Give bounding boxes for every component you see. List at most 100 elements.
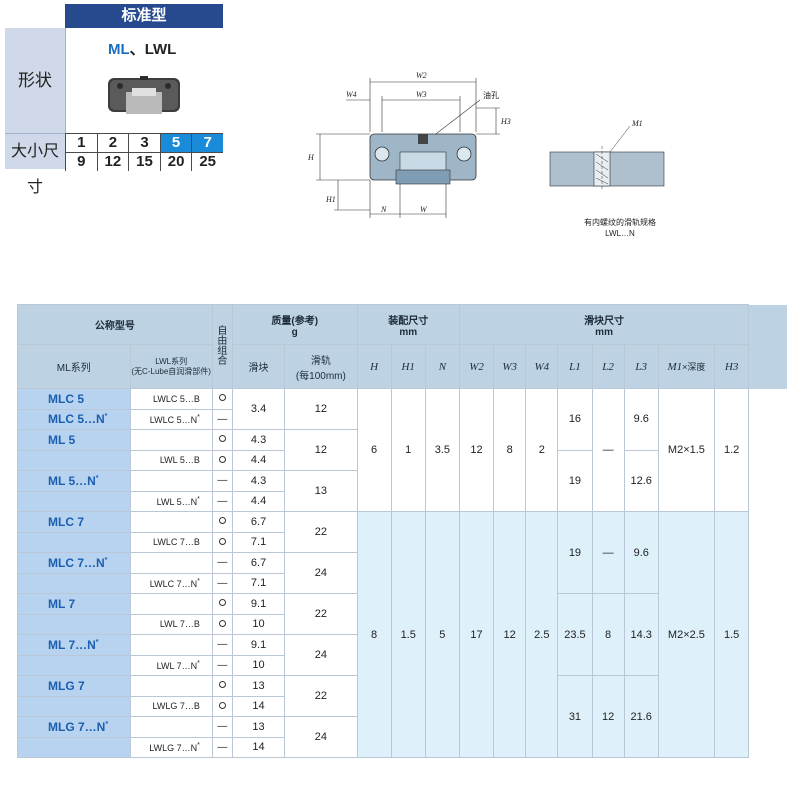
dim-w4: 2.5 (525, 511, 559, 758)
table-row: LWLC 7…N*—7.1 (17, 572, 788, 594)
block-mass-cell: 10 (231, 654, 286, 676)
dim-l1: 16 (557, 388, 593, 451)
lwl-model-cell (129, 634, 213, 656)
block-mass-cell: 9.1 (231, 593, 286, 615)
dim-w3: 8 (493, 388, 527, 512)
block-mass-cell: 6.7 (231, 511, 286, 533)
rail-mass-cell: 22 (284, 593, 358, 635)
block-mass-cell: 10 (231, 613, 286, 635)
size-top-2: 2 (96, 134, 129, 152)
free-combo-mark (211, 429, 233, 451)
header-ml-series: ML系列 (17, 344, 131, 389)
circle-mark-icon (218, 599, 226, 607)
lwl-model-cell (129, 511, 213, 533)
dim-w3: 12 (493, 511, 527, 758)
dim-w4: 2 (525, 388, 559, 512)
label-n: N (380, 205, 387, 214)
dim-n: 5 (424, 511, 460, 758)
dim-h1: 1.5 (390, 511, 426, 758)
dim-n: 3.5 (424, 388, 460, 512)
size-grid: 1 2 3 5 7 9 12 15 20 25 (65, 133, 223, 171)
block-mass-cell: 7.1 (231, 572, 286, 594)
ml-model-cell: MLC 7…N* (17, 552, 131, 574)
header-h3: H3 (714, 344, 750, 389)
label-h1: H1 (325, 195, 336, 204)
ml-model-cell: MLC 7 (17, 511, 131, 533)
series-name: ML、LWL (108, 41, 177, 58)
free-combo-mark (211, 449, 233, 471)
free-combo-mark (211, 511, 233, 533)
circle-mark-icon (218, 435, 226, 443)
ml-model-cell (17, 572, 131, 594)
dim-l2: 8 (591, 593, 625, 676)
lwl-model-cell: LWLG 7…N* (129, 736, 213, 758)
free-combo-mark: — (211, 552, 233, 574)
circle-mark-icon (218, 537, 226, 545)
free-combo-mark (211, 695, 233, 717)
rail-mass-cell: 12 (284, 429, 358, 471)
lwl-model-cell: LWLG 7…B (129, 695, 213, 717)
ml-model-cell: MLC 5 (17, 388, 131, 410)
dim-m1: M2×1.5 (657, 388, 716, 512)
rail-mass-cell: 24 (284, 716, 358, 758)
lwl-model-cell (129, 716, 213, 738)
ml-model-cell (17, 736, 131, 758)
ml-model-cell: MLG 7 (17, 675, 131, 697)
block-mass-cell: 14 (231, 695, 286, 717)
circle-mark-icon (218, 619, 226, 627)
dim-w2: 12 (458, 388, 495, 512)
rail-mass-cell: 13 (284, 470, 358, 512)
label-w3: W3 (416, 90, 427, 99)
category-box: 标准型 形状 ML、LWL 大小尺寸 1 2 3 5 7 9 12 15 20 … (5, 4, 223, 196)
category-title: 标准型 (65, 4, 223, 28)
circle-mark-icon (218, 701, 226, 709)
label-h: H (307, 153, 315, 162)
dim-h: 6 (356, 388, 392, 512)
table-end-column (748, 304, 787, 389)
dim-l1: 23.5 (557, 593, 593, 676)
lwl-model-cell (129, 675, 213, 697)
header-block: 滑块 (231, 344, 286, 389)
header-h: H (356, 344, 392, 389)
free-combo-mark: — (211, 634, 233, 656)
dim-l1: 19 (557, 511, 593, 594)
rail-note: 有内螺纹的滑轨规格 LWL…N (584, 218, 656, 238)
size-bottom-20: 20 (159, 152, 192, 171)
size-bottom-12: 12 (96, 152, 129, 171)
header-h1: H1 (390, 344, 426, 389)
dim-w2: 17 (458, 511, 495, 758)
header-lwl-series: LWL系列(无C-Lube自润滑部件) (129, 344, 213, 389)
free-combo-mark (211, 531, 233, 553)
rail-mass-cell: 24 (284, 552, 358, 594)
circle-mark-icon (218, 394, 226, 402)
block-mass-cell: 7.1 (231, 531, 286, 553)
ml-model-cell (17, 531, 131, 553)
size-top-3: 3 (128, 134, 160, 152)
dim-l1: 31 (557, 675, 593, 758)
rail-mass-cell: 22 (284, 511, 358, 553)
ml-model-cell: ML 5…N* (17, 470, 131, 492)
dim-h1: 1 (390, 388, 426, 512)
size-top-1: 1 (65, 134, 97, 152)
circle-mark-icon (218, 455, 226, 463)
size-label: 大小尺寸 (5, 133, 65, 196)
block-mass-cell: 13 (231, 716, 286, 738)
header-m1: M1×深度 (657, 344, 716, 389)
free-combo-mark: — (211, 408, 233, 430)
ml-model-cell (17, 449, 131, 471)
block-mass-cell: 4.3 (231, 470, 286, 492)
dim-l3: 12.6 (623, 449, 659, 512)
header-w4: W4 (525, 344, 559, 389)
block-mass-cell: 4.4 (231, 449, 286, 471)
size-bottom-9: 9 (65, 152, 97, 171)
ml-model-cell: MLG 7…N* (17, 716, 131, 738)
rail-section-diagram: M1 (549, 119, 665, 190)
